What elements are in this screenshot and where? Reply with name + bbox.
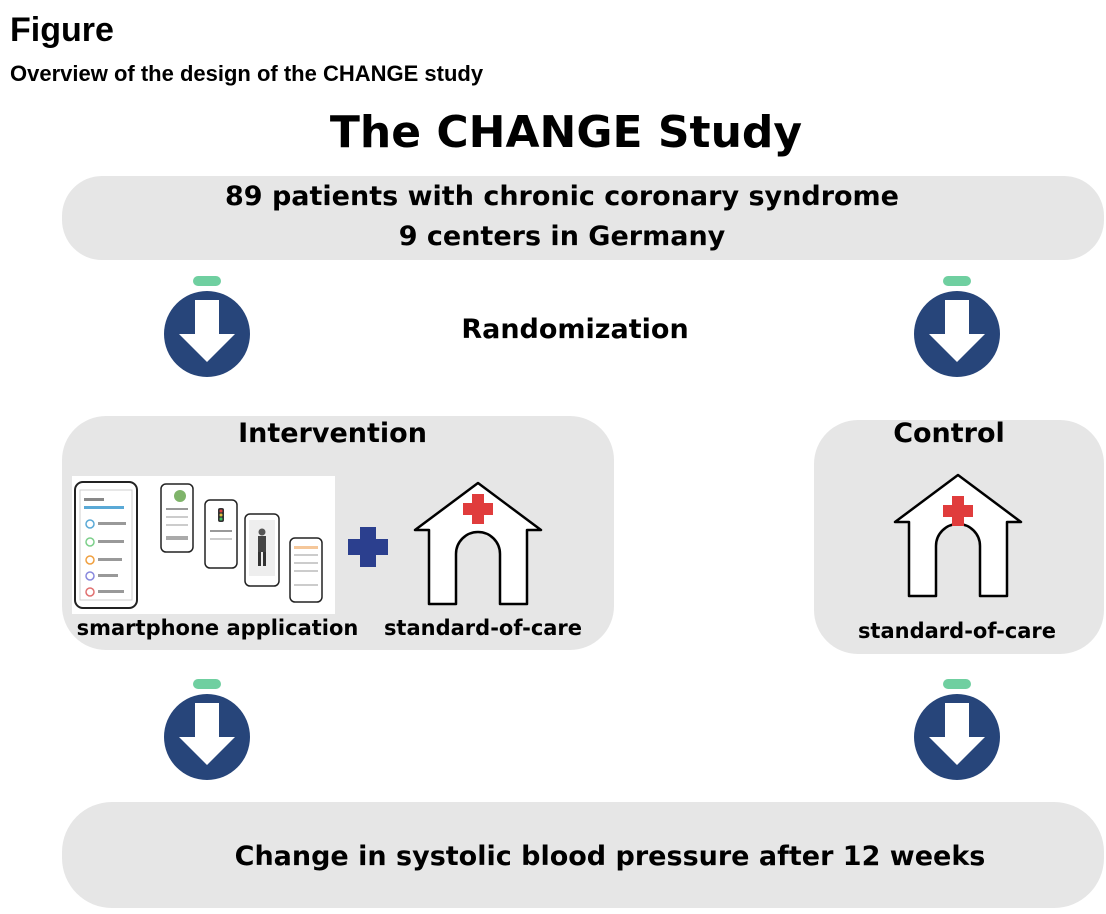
outcome-label: Change in systolic blood pressure after … <box>234 841 986 872</box>
down-arrow-icon <box>164 679 250 780</box>
intervention-standard-of-care-label: standard-of-care <box>383 616 583 640</box>
population-line-1: 89 patients with chronic coronary syndro… <box>225 181 899 212</box>
randomization-label: Randomization <box>461 314 689 345</box>
population-line-2: 9 centers in Germany <box>398 221 726 252</box>
smartphone-icon <box>74 481 323 609</box>
medical-cross-icon <box>943 496 973 526</box>
study-title: The CHANGE Study <box>329 107 803 158</box>
figure-caption: Overview of the design of the CHANGE stu… <box>10 61 484 86</box>
plus-icon <box>348 527 388 567</box>
down-arrow-icon <box>914 276 1000 377</box>
smartphone-app-label: smartphone application <box>76 616 359 640</box>
down-arrow-icon <box>164 276 250 377</box>
house-icon <box>413 481 543 606</box>
house-icon <box>893 473 1023 598</box>
population-box: 89 patients with chronic coronary syndro… <box>62 176 1104 260</box>
control-box <box>814 420 1104 654</box>
outcome-box <box>62 802 1104 908</box>
medical-cross-icon <box>463 494 493 524</box>
figure-label: Figure <box>10 11 114 49</box>
down-arrow-icon <box>914 679 1000 780</box>
smartphone-app-screenshots <box>72 476 335 614</box>
control-standard-of-care-label: standard-of-care <box>857 619 1057 643</box>
control-title: Control <box>893 418 1005 449</box>
intervention-title: Intervention <box>238 418 427 449</box>
